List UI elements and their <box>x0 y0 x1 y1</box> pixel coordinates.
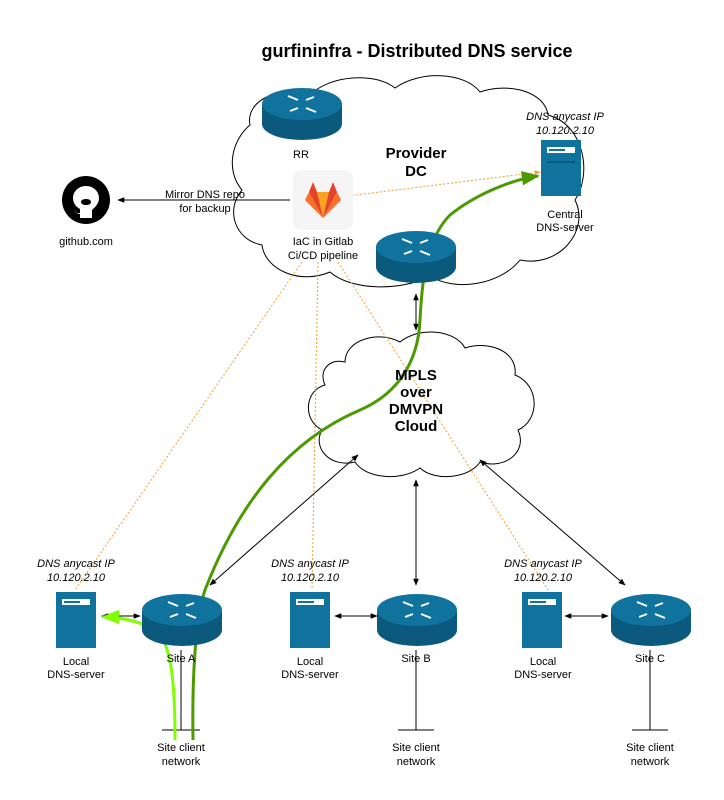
server-site-a <box>56 592 96 648</box>
link-mpls-site-a <box>209 454 359 586</box>
gitlab-label-line2: Ci/CD pipeline <box>288 250 358 262</box>
gitlab-icon <box>293 170 353 230</box>
site-c-anycast-label: DNS anycast IP <box>504 558 582 570</box>
mirror-label-line1: Mirror DNS repo <box>165 189 245 201</box>
site-b-server-line2: DNS-server <box>281 669 339 681</box>
site-b-client-line1: Site client <box>392 742 440 754</box>
provider-dc-line2: DC <box>405 163 427 180</box>
sync-line-site-a <box>74 261 303 591</box>
site-b-client-line2: network <box>397 756 436 768</box>
github-label: github.com <box>59 236 113 248</box>
site-a-client-line1: Site client <box>157 742 205 754</box>
router-rr <box>262 88 342 140</box>
site-b-name: Site B <box>401 653 430 665</box>
site-a-anycast-ip: 10.120.2.10 <box>47 572 106 584</box>
sync-line-central <box>339 170 541 198</box>
mpls-line1: MPLS <box>395 367 437 384</box>
site-a-name: Site A <box>167 653 196 665</box>
diagram-title: gurfininfra - Distributed DNS service <box>261 41 572 61</box>
mpls-line2: over <box>400 384 432 401</box>
router-site-b <box>377 594 457 646</box>
site-c-server-line1: Local <box>530 656 556 668</box>
site-a-anycast-label: DNS anycast IP <box>37 558 115 570</box>
site-c-name: Site C <box>635 653 665 665</box>
site-b-anycast-ip: 10.120.2.10 <box>281 572 340 584</box>
site-b-server-line1: Local <box>297 656 323 668</box>
site-a-client-line2: network <box>162 756 201 768</box>
site-c-client-line1: Site client <box>626 742 674 754</box>
site-b-anycast-label: DNS anycast IP <box>271 558 349 570</box>
site-a-server-line1: Local <box>63 656 89 668</box>
central-server-line2: DNS-server <box>536 222 594 234</box>
router-site-c <box>611 594 691 646</box>
central-anycast-label: DNS anycast IP <box>526 111 604 123</box>
server-central <box>541 140 581 196</box>
mpls-line3: DMVPN <box>389 401 443 418</box>
rr-label: RR <box>293 149 309 161</box>
link-mpls-site-c <box>479 459 626 586</box>
server-site-b <box>290 592 330 648</box>
mirror-label-line2: for backup <box>179 203 230 215</box>
central-anycast-ip: 10.120.2.10 <box>536 125 595 137</box>
gitlab-label-line1: IaC in Gitlab <box>293 236 354 248</box>
site-a-server-line2: DNS-server <box>47 669 105 681</box>
github-icon <box>62 176 110 224</box>
site-c-client-line2: network <box>631 756 670 768</box>
site-c-server-line2: DNS-server <box>514 669 572 681</box>
server-site-c <box>522 592 562 648</box>
site-c-anycast-ip: 10.120.2.10 <box>514 572 573 584</box>
router-dc <box>376 231 456 283</box>
provider-dc-line1: Provider <box>386 145 447 162</box>
mpls-line4: Cloud <box>395 418 438 435</box>
router-site-a <box>142 594 222 646</box>
central-server-line1: Central <box>547 209 582 221</box>
